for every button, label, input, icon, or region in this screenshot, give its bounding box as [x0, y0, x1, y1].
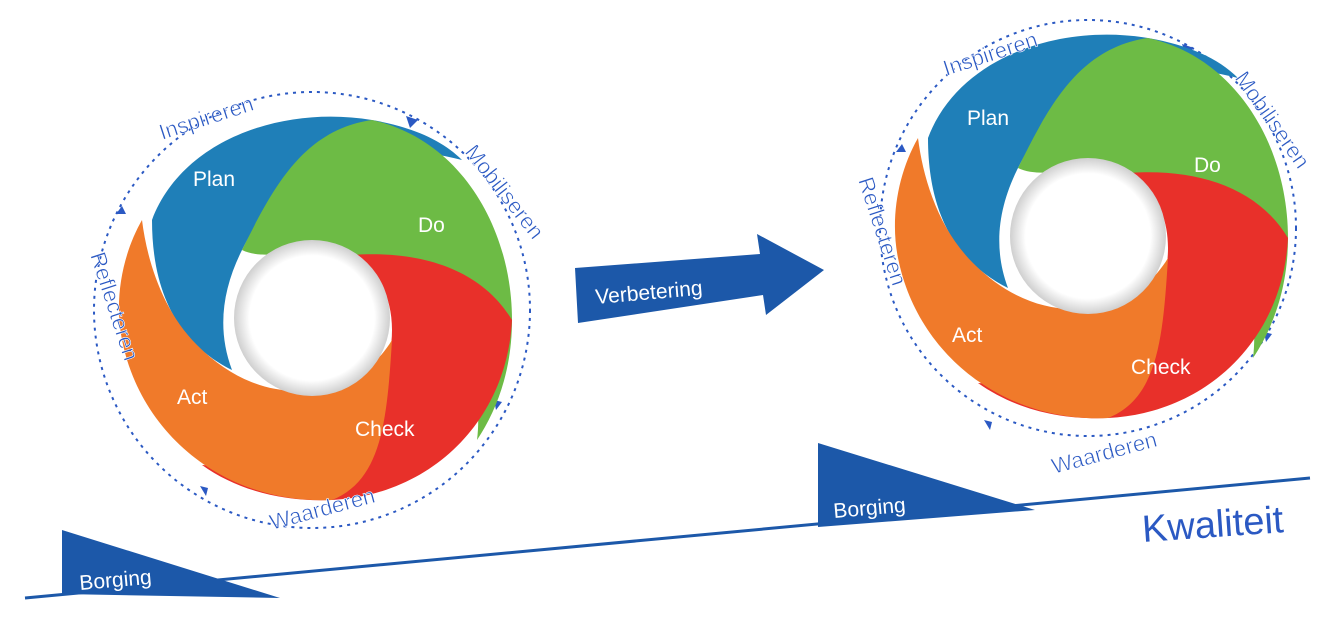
- borging-wedge-right: Borging: [818, 443, 1035, 527]
- segment-plan: [152, 116, 462, 370]
- ring-arrow-top: [406, 116, 418, 128]
- spiral-hole: [234, 240, 390, 396]
- ring-arrow-left: [896, 144, 906, 152]
- segment-label-plan: Plan: [967, 107, 1009, 130]
- segment-label-act: Act: [177, 386, 208, 409]
- ring-arrow-bottom: [200, 486, 208, 496]
- segment-check: [202, 254, 512, 501]
- borging-wedge-left: Borging: [62, 530, 280, 598]
- segment-do: [1018, 38, 1288, 358]
- segment-label-do: Do: [418, 214, 445, 237]
- improvement-arrow-shape: [575, 234, 824, 323]
- segment-label-check: Check: [1131, 356, 1191, 379]
- pdca-spiral: [118, 116, 512, 501]
- ring-label-bottom: Waarderen: [1049, 427, 1160, 479]
- segment-plan: [928, 34, 1238, 288]
- ring-dashed-circle: [93, 91, 531, 529]
- segment-do: [242, 120, 512, 440]
- segment-label-do: Do: [1194, 154, 1221, 177]
- quality-baseline: [24, 476, 1311, 600]
- segment-label-act: Act: [952, 324, 983, 347]
- quality-label: Kwaliteit: [1141, 499, 1286, 551]
- segment-act: [894, 138, 1168, 419]
- segment-act: [118, 220, 392, 501]
- borging-wedge-shape: [818, 443, 1035, 527]
- spiral-hole: [1010, 158, 1166, 314]
- pdca-cycle-1: Plan Do Check Act Inspireren Mobiliseren…: [85, 90, 549, 535]
- ring-arrow-left: [116, 206, 126, 214]
- pdca-cycle-2: Plan Do Check Act Inspireren Mobiliseren…: [853, 19, 1315, 479]
- ring-dashed-circle: [879, 19, 1297, 437]
- segment-label-check: Check: [355, 418, 415, 441]
- ring-arrow-bottom: [984, 420, 992, 430]
- segment-label-plan: Plan: [193, 168, 235, 191]
- borging-wedge-shape: [62, 530, 280, 598]
- segment-check: [978, 172, 1288, 419]
- pdca-spiral: [894, 34, 1288, 419]
- improvement-arrow: Verbetering: [575, 234, 824, 323]
